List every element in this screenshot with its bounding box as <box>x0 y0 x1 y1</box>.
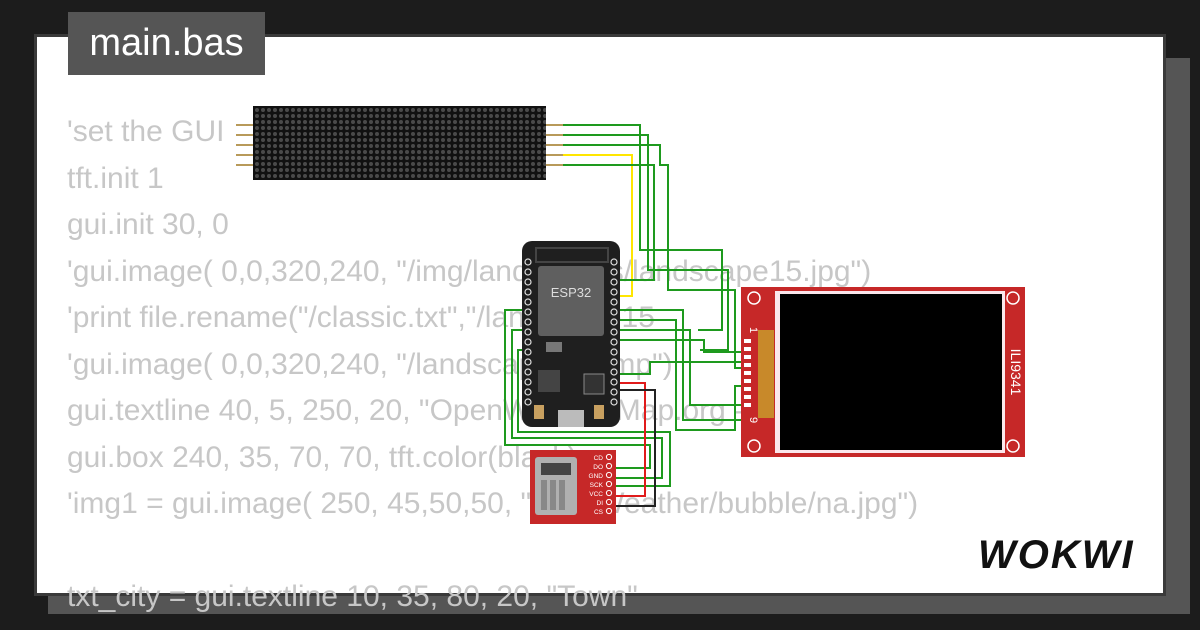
wire <box>563 134 729 351</box>
code-line: 'gui.image( 0,0,320,240, "/img/landscape… <box>67 254 872 288</box>
code-line: 'set the GUI <box>67 115 225 148</box>
wire <box>612 389 656 507</box>
sd-pin-label: CD <box>594 455 604 462</box>
wire <box>563 164 655 281</box>
sd-pin-label: VCC <box>589 491 603 498</box>
sd-pin-label: DI <box>597 500 604 507</box>
sd-card-module[interactable]: CD DO GND SCK VCC DI CS <box>530 450 616 524</box>
sd-pin-label: DO <box>593 464 603 471</box>
file-tab[interactable]: main.bas <box>68 12 265 75</box>
wire <box>517 349 671 487</box>
wokwi-logo-text: WOKWI <box>978 533 1135 577</box>
sd-pin-label: CS <box>594 509 604 516</box>
wire <box>620 339 742 353</box>
wire <box>563 124 723 331</box>
code-line: tft.init 1 <box>67 161 164 195</box>
ili9341-label: ILI9341 <box>1008 349 1024 396</box>
wokwi-logo: WOKWI <box>978 533 1135 577</box>
led-matrix[interactable] <box>236 106 563 180</box>
wire <box>612 382 646 497</box>
code-line: 'gui.image( 0,0,320,240, "/landscape15.b… <box>67 347 673 381</box>
wire <box>620 309 746 421</box>
code-line: txt_city = gui.textline 10, 35, 80, 20, … <box>67 580 638 613</box>
wire <box>511 329 663 479</box>
pin-1-label: 1 <box>747 327 759 333</box>
wire <box>620 329 742 406</box>
esp32-board[interactable]: ESP32 <box>522 241 620 427</box>
wires <box>504 124 746 507</box>
wire <box>620 361 742 375</box>
sd-pin-label: SCK <box>590 482 604 489</box>
ili9341-display[interactable]: 1 9 ILI9341 <box>741 287 1025 457</box>
sd-pin-label: GND <box>589 473 604 480</box>
esp32-label: ESP32 <box>551 285 591 300</box>
pin-9-label: 9 <box>747 417 759 423</box>
wire <box>563 144 742 369</box>
wire <box>620 319 745 431</box>
code-line: gui.init 30, 0 <box>67 208 229 241</box>
wire <box>504 309 651 469</box>
wire <box>563 154 633 297</box>
